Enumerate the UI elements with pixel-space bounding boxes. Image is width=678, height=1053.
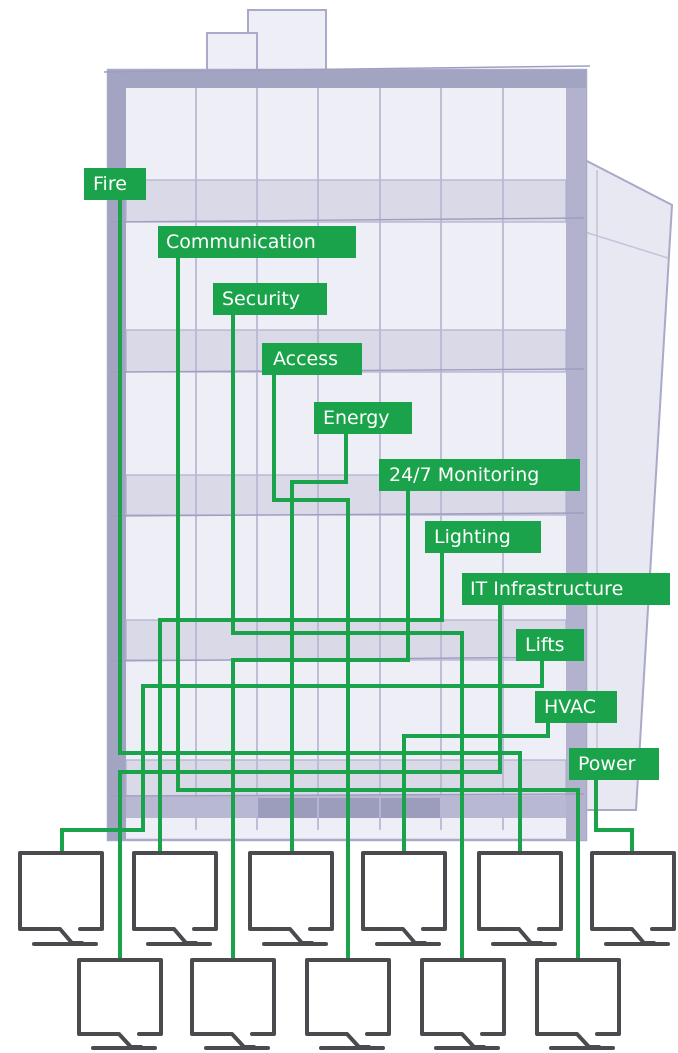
- wire-access: [272, 370, 350, 962]
- label-power: Power: [569, 748, 659, 780]
- desktop-monitor-icon: [590, 851, 676, 946]
- desktop-monitor-icon: [535, 958, 621, 1050]
- label-lighting-text: Lighting: [434, 526, 511, 548]
- connection-lines: [60, 198, 634, 962]
- wire-power: [594, 776, 634, 852]
- label-lifts-text: Lifts: [525, 634, 565, 656]
- label-monitoring-text: 24/7 Monitoring: [389, 464, 539, 486]
- label-hvac: HVAC: [535, 691, 617, 723]
- label-monitoring: 24/7 Monitoring: [379, 459, 580, 491]
- wire-monitoring: [231, 486, 410, 962]
- label-lifts: Lifts: [516, 629, 584, 661]
- wire-hvac: [402, 720, 550, 852]
- label-communication: Communication: [158, 226, 356, 258]
- label-power-text: Power: [578, 753, 636, 775]
- label-access-text: Access: [273, 348, 338, 370]
- wire-lifts: [60, 656, 544, 852]
- label-security-text: Security: [222, 288, 300, 310]
- desktop-monitor-icon: [361, 851, 447, 946]
- wire-fire: [118, 198, 522, 852]
- label-energy: Energy: [314, 402, 412, 434]
- desktop-monitor-icon: [305, 958, 391, 1050]
- desktop-monitor-icon: [248, 851, 334, 946]
- desktop-monitor-icon: [132, 851, 218, 946]
- desktop-monitor-icon: [77, 958, 163, 1050]
- desktop-monitor-icon: [190, 958, 276, 1050]
- label-energy-text: Energy: [323, 407, 390, 429]
- label-security: Security: [213, 283, 327, 315]
- label-communication-text: Communication: [166, 231, 316, 253]
- label-fire-text: Fire: [93, 173, 127, 195]
- desktop-monitor-icon: [18, 851, 104, 946]
- wire-lighting: [158, 548, 444, 852]
- desktop-monitor-icon: [477, 851, 563, 946]
- wire-communication: [176, 256, 580, 962]
- label-fire: Fire: [84, 168, 146, 200]
- label-it-infrastructure-text: IT Infrastructure: [470, 578, 623, 600]
- desktop-monitor-icon: [420, 958, 506, 1050]
- label-access: Access: [262, 343, 362, 375]
- label-hvac-text: HVAC: [544, 696, 596, 718]
- label-it-infrastructure: IT Infrastructure: [462, 573, 670, 605]
- label-lighting: Lighting: [425, 521, 541, 553]
- wire-energy: [290, 428, 348, 852]
